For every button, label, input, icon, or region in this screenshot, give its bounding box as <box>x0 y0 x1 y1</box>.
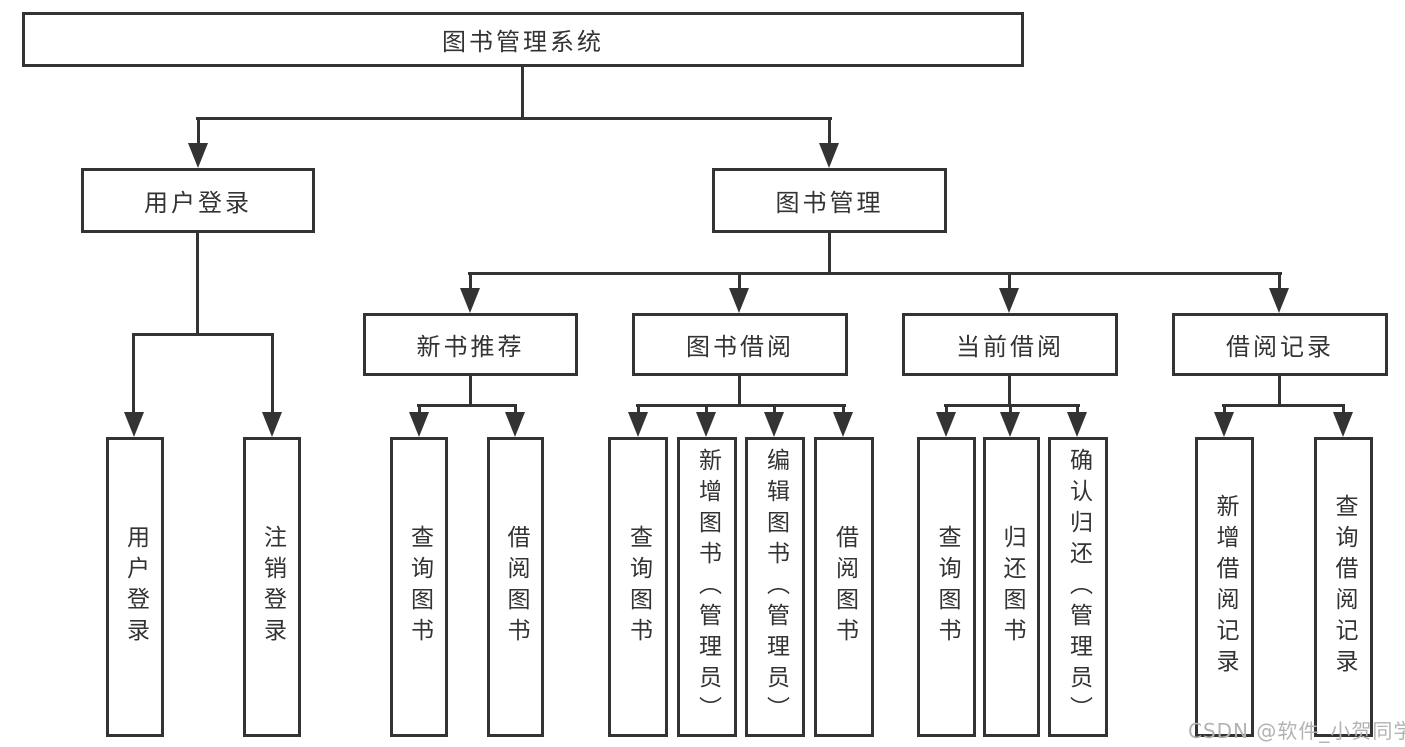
connector-arrow <box>1076 405 1079 414</box>
arrowhead-icon <box>999 288 1019 313</box>
connector-book-borrow-stem <box>738 376 741 406</box>
node-new-book-recommend: 新书推荐 <box>363 313 578 376</box>
leaf-label: 查询图书 <box>934 525 960 649</box>
arrowhead-icon <box>262 412 282 437</box>
connector-borrow-records-children <box>1222 404 1345 407</box>
leaf-label: 查询借阅记录 <box>1331 494 1357 680</box>
arrowhead-icon <box>628 412 648 437</box>
arrowhead-icon <box>729 288 749 313</box>
connector-user-login-stem <box>196 233 199 335</box>
connector-level2 <box>468 272 1282 275</box>
node-book-management: 图书管理 <box>712 168 947 233</box>
leaf-add-borrow-record: 新增借阅记录 <box>1195 437 1254 737</box>
connector-user-login-children <box>132 333 274 336</box>
arrowhead-icon <box>188 143 208 168</box>
connector-arrow <box>1009 405 1012 414</box>
leaf-edit-books-admin: 编辑图书（管理员） <box>745 437 805 737</box>
connector-arrow <box>637 405 640 414</box>
connector-arrow-new-book-rec <box>469 273 472 290</box>
connector-current-borrow-children <box>944 404 1080 407</box>
connector-arrow <box>945 405 948 414</box>
leaf-borrow-books: 借阅图书 <box>814 437 874 737</box>
node-root-system: 图书管理系统 <box>22 12 1024 67</box>
arrowhead-icon <box>833 412 853 437</box>
leaf-query-borrow-record: 查询借阅记录 <box>1314 437 1373 737</box>
connector-arrow <box>418 405 421 414</box>
node-borrow-records: 借阅记录 <box>1172 313 1388 376</box>
arrowhead-icon <box>936 412 956 437</box>
connector-arrow <box>705 405 708 414</box>
leaf-label: 确认归还（管理员） <box>1065 447 1092 727</box>
csdn-watermark: CSDN @软件_小贺同学 <box>1188 719 1405 743</box>
arrowhead-icon <box>460 288 480 313</box>
node-book-borrow: 图书借阅 <box>632 313 848 376</box>
leaf-return-books: 归还图书 <box>983 437 1040 737</box>
connector-arrow <box>773 405 776 414</box>
leaf-label: 查询图书 <box>625 525 652 649</box>
connector-new-book-rec-stem <box>469 376 472 406</box>
arrowhead-icon <box>1067 412 1087 437</box>
leaf-borrow-books: 借阅图书 <box>487 437 544 737</box>
leaf-label: 借阅图书 <box>831 525 858 649</box>
leaf-user-login: 用户登录 <box>106 437 164 737</box>
leaf-label: 查询图书 <box>406 525 433 649</box>
arrowhead-icon <box>764 412 784 437</box>
leaf-query-books: 查询图书 <box>917 437 976 737</box>
arrowhead-icon <box>1333 412 1353 437</box>
connector-arrow-user-login <box>197 118 200 146</box>
arrowhead-icon <box>819 143 839 168</box>
leaf-label: 新增借阅记录 <box>1212 494 1238 680</box>
leaf-label: 借阅图书 <box>503 525 529 649</box>
connector-arrow-current-borrow <box>1008 273 1011 290</box>
leaf-add-books-admin: 新增图书（管理员） <box>677 437 737 737</box>
node-user-login: 用户登录 <box>81 168 315 233</box>
connector-arrow-book-mgmt <box>828 118 831 146</box>
connector-arrow-leaf-login <box>132 334 135 414</box>
connector-arrow-borrow-records <box>1278 273 1281 290</box>
connector-root-stem <box>521 67 524 118</box>
node-current-borrow: 当前借阅 <box>902 313 1118 376</box>
connector-borrow-records-stem <box>1278 376 1281 406</box>
connector-arrow <box>1223 405 1226 414</box>
connector-arrow <box>842 405 845 414</box>
arrowhead-icon <box>1269 288 1289 313</box>
arrowhead-icon <box>409 412 429 437</box>
arrowhead-icon <box>124 412 144 437</box>
leaf-label: 编辑图书（管理员） <box>762 447 789 727</box>
connector-level1 <box>196 117 832 120</box>
leaf-label: 注销登录 <box>259 525 286 649</box>
leaf-query-books: 查询图书 <box>608 437 668 737</box>
connector-book-mgmt-stem <box>828 233 831 273</box>
leaf-label: 新增图书（管理员） <box>694 447 721 727</box>
arrowhead-icon <box>1214 412 1234 437</box>
leaf-label: 用户登录 <box>122 525 149 649</box>
leaf-confirm-return-admin: 确认归还（管理员） <box>1048 437 1108 737</box>
arrowhead-icon <box>1000 412 1020 437</box>
leaf-logout: 注销登录 <box>243 437 301 737</box>
connector-new-book-rec-children <box>417 404 517 407</box>
connector-arrow-book-borrow <box>738 273 741 290</box>
connector-arrow <box>1342 405 1345 414</box>
leaf-label: 归还图书 <box>999 525 1025 649</box>
connector-current-borrow-stem <box>1008 376 1011 406</box>
connector-arrow <box>514 405 517 414</box>
connector-book-borrow-children <box>636 404 846 407</box>
arrowhead-icon <box>505 412 525 437</box>
connector-arrow-leaf-logout <box>271 334 274 414</box>
leaf-query-books: 查询图书 <box>390 437 448 737</box>
arrowhead-icon <box>696 412 716 437</box>
